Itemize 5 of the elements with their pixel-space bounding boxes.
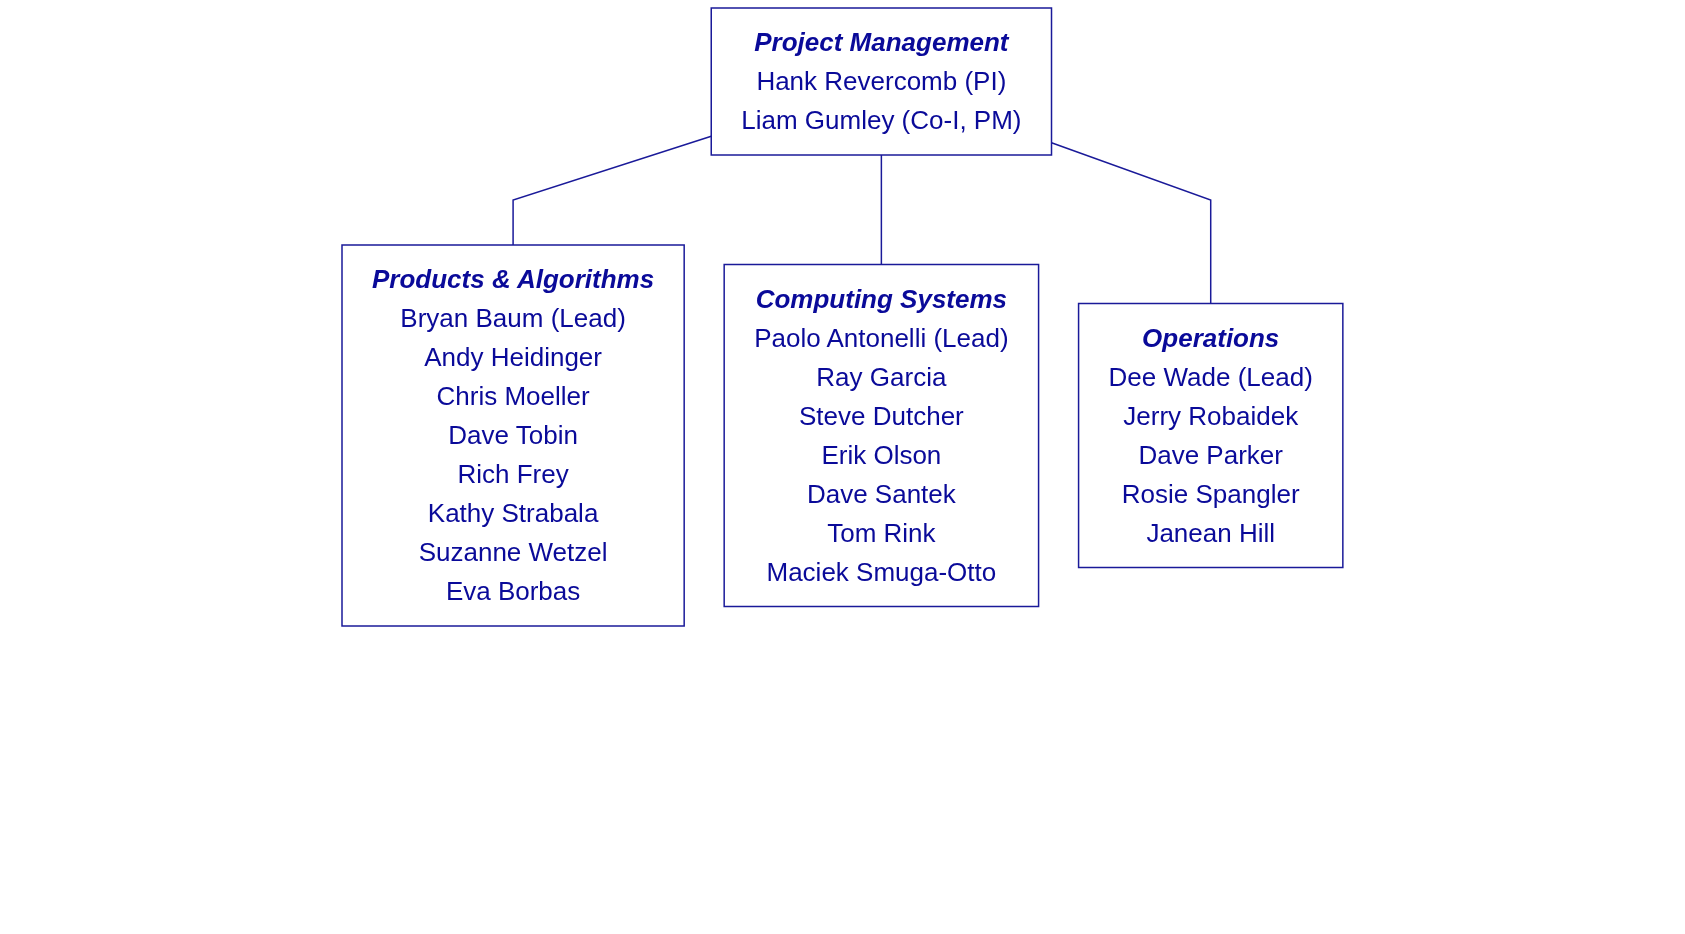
node-box: Operations Dee Wade (Lead) Jerry Robaidek Dave Parker Rosie Spangler Janean Hill xyxy=(1077,302,1344,569)
node-box: Computing Systems Paolo Antonelli (Lead) Ray Garcia Steve Dutcher Erik Olson Dave Santek Tom Rink Maciek Smuga-Otto xyxy=(723,263,1040,608)
node-box: Project Management Hank Revercomb (PI) Liam Gumley (Co-I, PM) xyxy=(710,7,1053,156)
node-box: Products & Algorithms Bryan Baum (Lead) Andy Heidinger Chris Moeller Dave Tobin Rich Frey Kathy Strabala Suzanne Wetzel Eva Borbas xyxy=(341,244,685,627)
connector xyxy=(880,154,883,266)
